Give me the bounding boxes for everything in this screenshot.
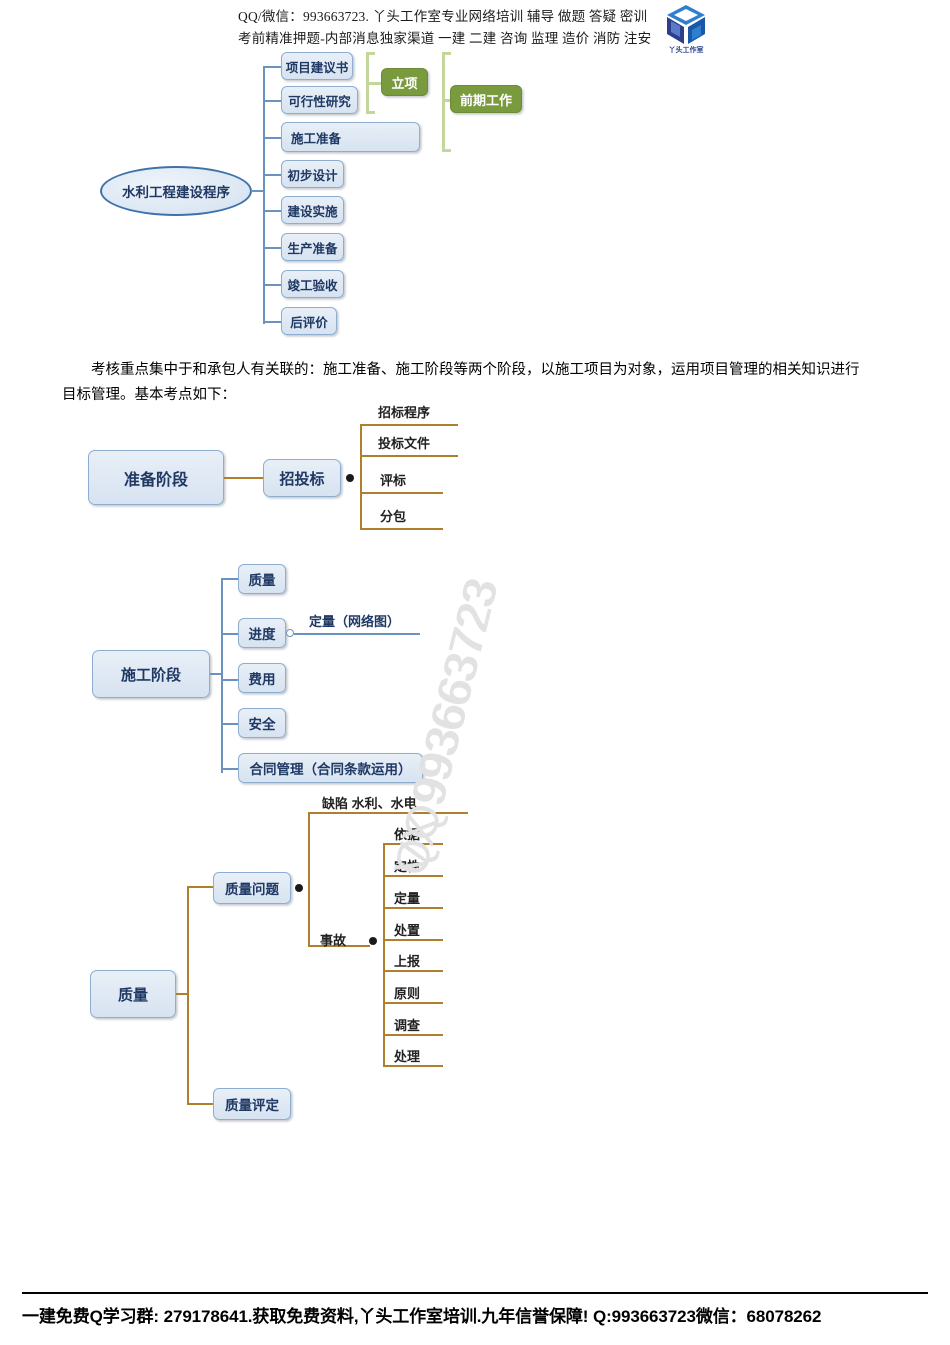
leaf-accident-2[interactable]: 定性 [394,859,421,874]
node-constr-child-4[interactable]: 安全 [238,708,286,738]
node-constr-child-3[interactable]: 费用 [238,663,286,693]
accident-underline-8 [383,1065,443,1067]
node-step-6[interactable]: 生产准备 [281,233,344,261]
trunk-vertical [263,66,265,324]
leaf-prep-2[interactable]: 投标文件 [378,436,431,451]
constr-stub-2 [221,633,238,635]
footer-text: 一建免费Q学习群: 279178641.获取免费资料,丫头工作室培训.九年信誉保… [22,1307,822,1326]
node-step-2[interactable]: 可行性研究 [281,86,358,114]
constr-stub-5 [221,768,238,770]
node-quality-child-1[interactable]: 质量问题 [213,872,291,904]
node-group-qianqi[interactable]: 前期工作 [450,85,522,113]
node-constr-child-2[interactable]: 进度 [238,618,286,648]
leaf-accident-6[interactable]: 原则 [394,986,421,1001]
bracket-qianqi-vertical [442,52,445,152]
node-step-4[interactable]: 初步设计 [281,160,344,188]
progress-note-underline [294,633,420,635]
leaf-prep-3[interactable]: 评标 [380,473,407,488]
node-quality-child-2[interactable]: 质量评定 [213,1088,291,1120]
quality-root-stub [176,993,188,995]
quality-stub-1 [187,886,216,888]
accident-underline [308,945,370,947]
bracket-lixiang-stub [369,82,381,85]
prep-leaf-underline-4 [360,528,443,530]
accident-underline-3 [383,907,443,909]
leaf-defect[interactable]: 缺陷 水利、水电 [322,796,417,811]
accident-underline-4 [383,939,443,941]
node-prep-branch[interactable]: 招投标 [263,459,341,497]
leaf-accident-7[interactable]: 调查 [394,1018,421,1033]
node-step-1[interactable]: 项目建议书 [281,52,353,80]
leaf-prep-1[interactable]: 招标程序 [378,405,431,420]
page-header: QQ/微信：993663723. 丫头工作室专业网络培训 辅导 做题 答疑 密训… [238,6,708,50]
quality-issue-bracket [308,812,310,947]
header-line-1: QQ/微信：993663723. 丫头工作室专业网络培训 辅导 做题 答疑 密训 [238,9,648,24]
quality-stub-2 [187,1103,216,1105]
footer-divider [22,1292,928,1294]
bracket-qianqi-top [442,52,451,55]
node-root-procedure[interactable]: 水利工程建设程序 [100,166,252,216]
prep-connector [224,477,263,479]
stub-8 [263,321,281,323]
leaf-accident-4[interactable]: 处置 [394,923,421,938]
node-group-lixiang[interactable]: 立项 [381,68,428,96]
accident-underline-5 [383,970,443,972]
leaf-accident-8[interactable]: 处理 [394,1049,421,1064]
constr-stub-3 [221,679,238,681]
node-prep-root[interactable]: 准备阶段 [88,450,224,505]
accident-underline-1 [383,843,443,845]
bracket-lixiang-bottom [366,111,375,114]
stub-1 [263,66,281,68]
studio-cube-logo-icon: 丫头工作室 [667,5,705,54]
prep-leaf-underline-1 [360,424,458,426]
node-quality-root[interactable]: 质量 [90,970,176,1018]
accident-underline-2 [383,875,443,877]
stub-2 [263,100,281,102]
bracket-qianqi-bottom [442,149,451,152]
progress-note-dot [286,629,294,637]
node-step-8[interactable]: 后评价 [281,307,337,335]
bracket-liixang-vertical [366,52,369,114]
leaf-accident-1[interactable]: 依据 [394,827,421,842]
node-step-3[interactable]: 施工准备 [281,122,420,152]
accident-bracket-vertical [383,843,385,1065]
quality-trunk [187,886,189,1103]
constr-stub-4 [221,723,238,725]
stub-4 [263,174,281,176]
stub-7 [263,284,281,286]
accident-underline-7 [383,1034,443,1036]
constr-trunk [221,578,223,773]
body-paragraph: 考核重点集中于和承包人有关联的：施工准备、施工阶段等两个阶段，以施工项目为对象，… [62,358,922,408]
stub-5 [263,210,281,212]
prep-leaf-underline-3 [360,492,443,494]
accident-dot [369,937,377,945]
node-step-5[interactable]: 建设实施 [281,196,344,224]
bracket-lixiang-top [366,52,375,55]
constr-stub-1 [221,578,238,580]
prep-branch-dot [346,474,354,482]
quality-issue-dot [295,884,303,892]
node-constr-child-1[interactable]: 质量 [238,564,286,594]
leaf-progress-note[interactable]: 定量（网络图） [309,614,401,629]
stub-6 [263,247,281,249]
svg-text:丫头工作室: 丫头工作室 [669,45,704,54]
paragraph-line-2: 目标管理。基本考点如下： [62,387,236,403]
header-line-2: 考前精准押题-内部消息独家渠道 一建 二建 咨询 监理 造价 消防 注安 [238,31,652,46]
leaf-accident-5[interactable]: 上报 [394,954,421,969]
defect-underline [308,812,468,814]
leaf-accident-3[interactable]: 定量 [394,891,421,906]
constr-root-stub [210,673,222,675]
prep-leaf-underline-2 [360,455,458,457]
leaf-accident[interactable]: 事故 [320,933,347,948]
prep-bracket-vertical [360,424,362,530]
leaf-prep-4[interactable]: 分包 [380,509,407,524]
trunk-stub [251,190,264,192]
node-step-7[interactable]: 竣工验收 [281,270,344,298]
paragraph-line-1: 考核重点集中于和承包人有关联的：施工准备、施工阶段等两个阶段，以施工项目为对象，… [91,362,860,378]
node-constr-child-5[interactable]: 合同管理（合同条款运用） [238,753,423,783]
accident-underline-6 [383,1002,443,1004]
node-constr-root[interactable]: 施工阶段 [92,650,210,698]
stub-3 [263,137,281,139]
